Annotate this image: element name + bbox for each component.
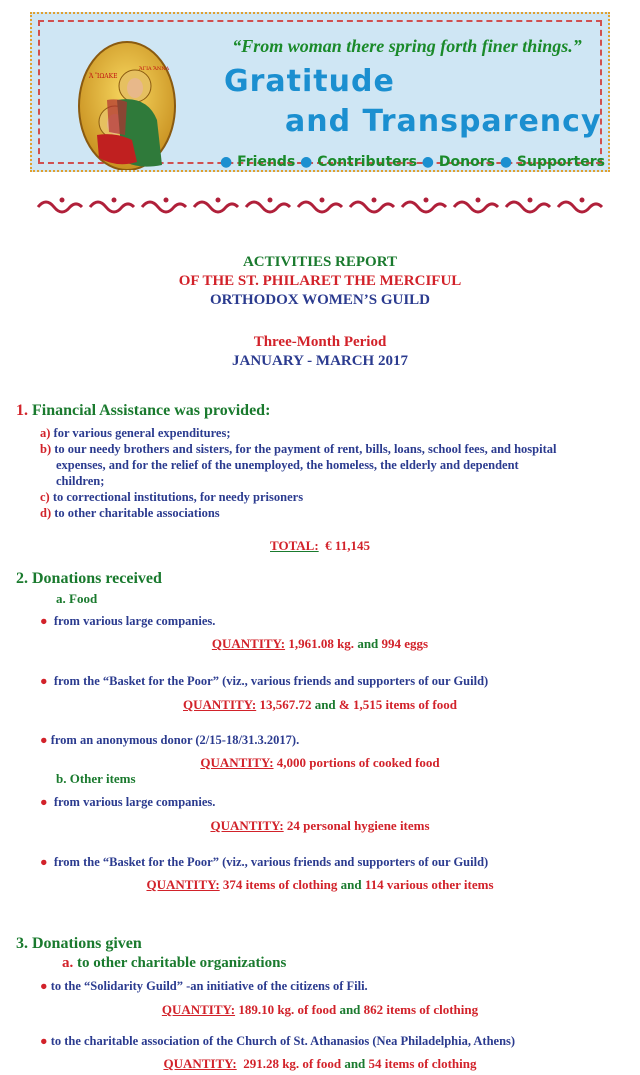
banner-title-line1: Gratitude (224, 64, 395, 99)
header-banner: Ἁ ἼΩΑΚΕ ἉΓΙΑ ἌΝΝΑ “From woman there spri… (30, 12, 610, 172)
period-dates: JANUARY - MARCH 2017 (232, 353, 408, 369)
quantity-line: QUANTITY: 13,567.72 and & 1,515 items of… (183, 697, 457, 712)
ornament-swirl (36, 200, 84, 214)
ornament-swirl (296, 200, 344, 214)
ornament-dot (111, 197, 117, 203)
quantity-line: QUANTITY: 24 personal hygiene items (210, 818, 430, 833)
quantity-line: QUANTITY: 291.28 kg. of food and 54 item… (163, 1056, 477, 1071)
svg-text:ἉΓΙΑ ἌΝΝΑ: ἉΓΙΑ ἌΝΝΑ (138, 65, 170, 72)
list-item: ● to the charitable association of the C… (40, 1034, 516, 1048)
saints-icon: Ἁ ἼΩΑΚΕ ἉΓΙΑ ἌΝΝΑ (78, 41, 176, 170)
ornament-dot (371, 197, 377, 203)
ornament-swirl (556, 200, 604, 214)
section2-sub-b: b. Other items (56, 771, 136, 786)
ornament-swirl (244, 200, 292, 214)
period-label: Three-Month Period (253, 334, 387, 350)
list-item: ● from the “Basket for the Poor” (viz., … (40, 674, 489, 688)
banner-quote: “From woman there spring forth finer thi… (232, 36, 582, 56)
list-item: ● from the “Basket for the Poor” (viz., … (40, 855, 489, 869)
banner-title-line2: and Transparency (285, 104, 602, 139)
svg-text:Ἁ ἼΩΑΚΕ: Ἁ ἼΩΑΚΕ (88, 73, 118, 80)
report-title: ACTIVITIES REPORT (242, 254, 398, 270)
ornament-dot (475, 197, 481, 203)
banner-tagline: ● Friends ● Contributers ● Donors ● Supp… (220, 154, 605, 170)
list-item: ● to the “Solidarity Guild” -an initiati… (40, 979, 368, 993)
ornament-dot (163, 197, 169, 203)
list-item: a) for various general expenditures; (40, 426, 231, 440)
list-item: ● from an anonymous donor (2/15-18/31.3.… (40, 733, 300, 747)
ornament-swirl (348, 200, 396, 214)
list-item: ● from various large companies. (40, 614, 216, 628)
section1-heading: 1. Financial Assistance was provided: (16, 402, 271, 419)
ornament-swirl (452, 200, 500, 214)
quantity-line: QUANTITY: 374 items of clothing and 114 … (146, 877, 494, 892)
ornament-dot (579, 197, 585, 203)
quantity-line: QUANTITY: 189.10 kg. of food and 862 ite… (161, 1002, 479, 1017)
ornament-dot (59, 197, 65, 203)
report-subtitle: OF THE ST. PHILARET THE MERCIFUL (178, 273, 462, 289)
decorative-ornament (36, 197, 604, 214)
ornament-dot (215, 197, 221, 203)
section3-heading: 3. Donations given (16, 935, 142, 952)
quantity-line: QUANTITY: 4,000 portions of cooked food (200, 755, 440, 770)
list-item: ● from various large companies. (40, 795, 216, 809)
section1-total: TOTAL: € 11,145 (270, 538, 370, 553)
ornament-dot (423, 197, 429, 203)
ornament-swirl (504, 200, 552, 214)
ornament-swirl (140, 200, 188, 214)
ornament-swirl (192, 200, 240, 214)
section3-sub-a: a. to other charitable organizations (62, 955, 287, 971)
section1-list: a) for various general expenditures; b) … (40, 425, 610, 521)
section2-heading: 2. Donations received (16, 570, 162, 587)
ornament-dot (527, 197, 533, 203)
quantity-line: QUANTITY: 1,961.08 kg. and 994 eggs (211, 636, 429, 651)
report-guild-name: ORTHODOX WOMEN’S GUILD (209, 292, 431, 308)
list-item: d) to other charitable associations (40, 506, 220, 520)
ornament-swirl (88, 200, 136, 214)
ornament-swirl (400, 200, 448, 214)
list-item: b) to our needy brothers and sisters, fo… (40, 442, 557, 456)
banner-border (38, 20, 602, 164)
ornament-dot (319, 197, 325, 203)
section2-sub-a: a. Food (56, 591, 98, 606)
list-item: c) to correctional institutions, for nee… (40, 490, 304, 504)
ornament-dot (267, 197, 273, 203)
